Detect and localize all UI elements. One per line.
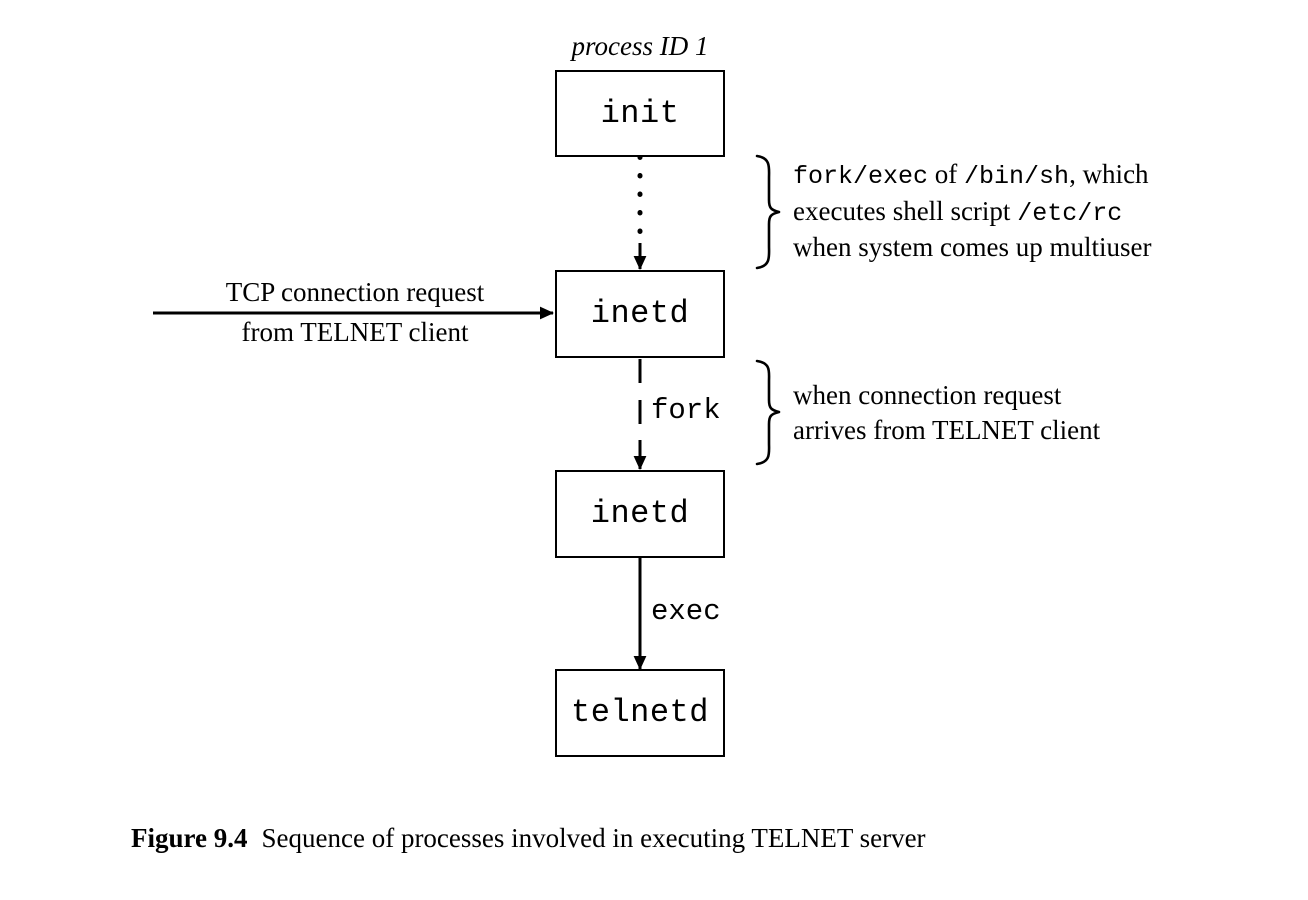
process-box-inetd-1[interactable]: inetd [555,270,725,358]
process-box-init[interactable]: init [555,70,725,157]
text-run: when connection request [793,380,1062,410]
text-run: arrives from TELNET client [793,415,1101,446]
process-box-inetd-2-label: inetd [590,495,690,532]
tcp-request-label-line2: from TELNET client [241,316,469,347]
text-run: of [928,159,965,189]
annotation-fork-exec-line-2: executes shell script /etc/rc [793,194,1151,231]
code-run: /bin/sh [964,162,1070,191]
annotation-fork-exec-line-3: when system comes up multiuser [793,230,1151,265]
text-run: executes shell script [793,195,1018,226]
text-run: when system comes up multiuser [793,232,1152,262]
edge-label-fork: fork [651,394,721,427]
tcp-request-label-line1: TCP connection request [225,277,485,307]
brace-fork-exec-note [755,154,781,270]
figure-caption-text: Sequence of processes involved in execut… [261,823,926,853]
annotation-connection-line-2: arrives from TELNET client [793,413,1100,448]
edge-label-exec: exec [651,595,721,628]
code-run: fork/exec [793,162,929,191]
brace-connection-note [755,359,781,466]
process-box-inetd-1-label: inetd [590,295,690,332]
process-id-caption: process ID 1 [571,31,709,61]
process-box-telnetd[interactable]: telnetd [555,669,725,757]
process-box-telnetd-label: telnetd [571,694,709,731]
process-box-init-label: init [600,94,680,132]
annotation-fork-exec-line-1: fork/exec of /bin/sh, which [793,157,1151,194]
process-box-inetd-2[interactable]: inetd [555,470,725,558]
figure-number: Figure 9.4 [131,823,248,853]
annotation-fork-exec-note: fork/exec of /bin/sh, which executes she… [793,157,1151,265]
tcp-request-label: TCP connection request from TELNET clien… [160,277,550,349]
code-run: /etc/rc [1017,198,1123,228]
annotation-connection-line-1: when connection request [793,378,1100,413]
figure-caption: Figure 9.4 Sequence of processes involved… [131,822,926,854]
annotation-connection-note: when connection request arrives from TEL… [793,378,1100,448]
text-run: , which [1069,159,1149,189]
